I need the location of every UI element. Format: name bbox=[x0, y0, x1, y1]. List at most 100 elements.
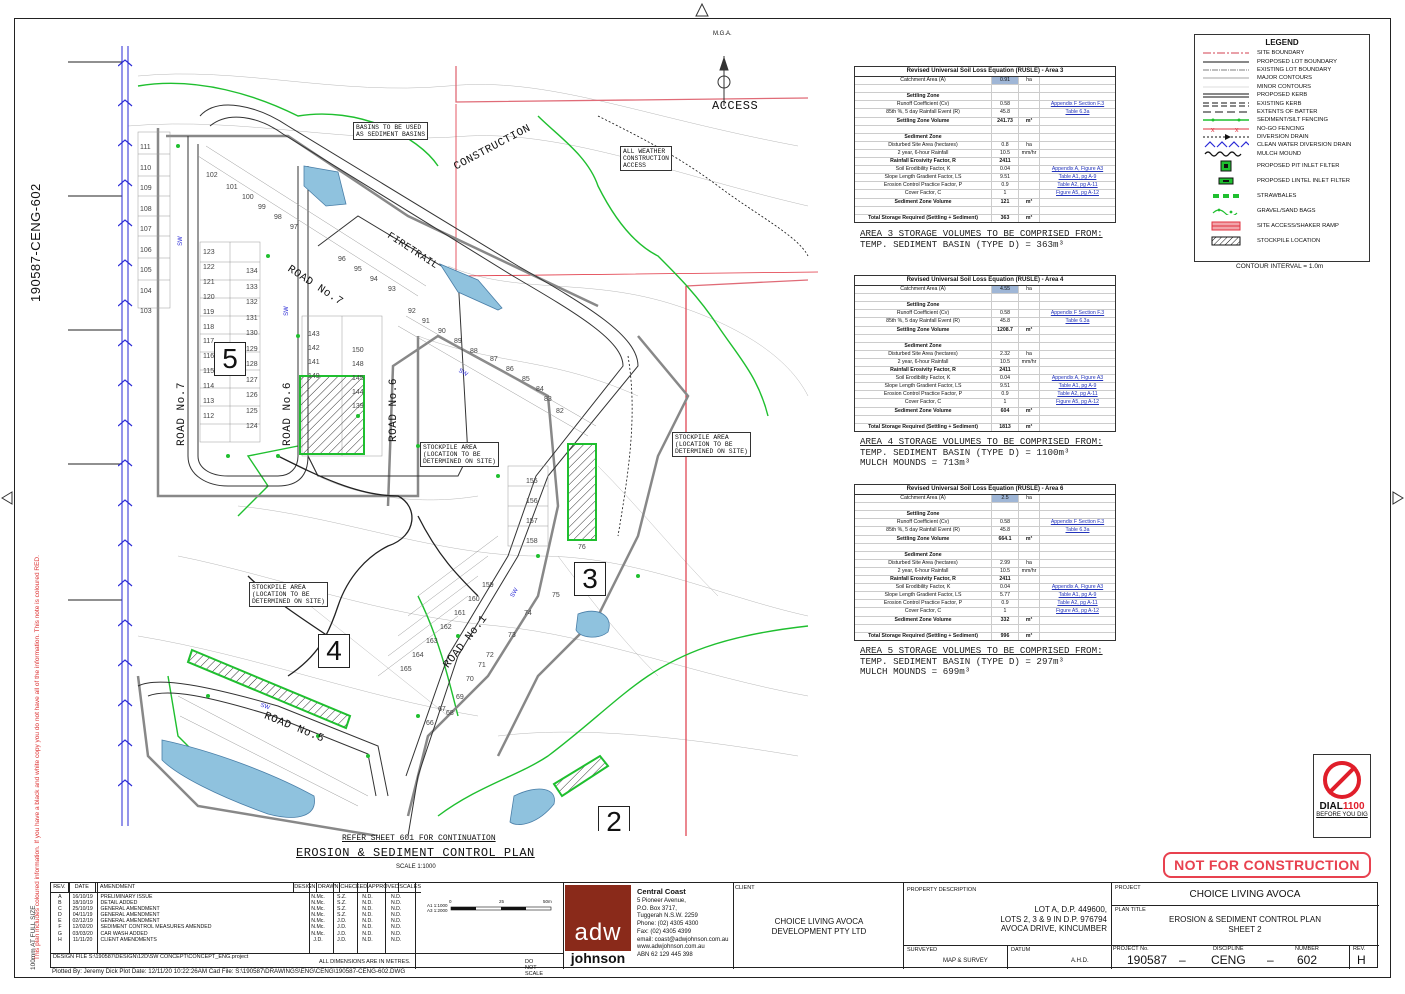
rusle-reference-link[interactable]: Table A2, pg A-11 bbox=[1057, 600, 1098, 607]
rusle-title: Revised Universal Soil Loss Equation (RU… bbox=[855, 276, 1115, 287]
clean-water-drain-icon bbox=[1201, 141, 1251, 149]
rusle-reference-link[interactable]: Table A1, pg A-9 bbox=[1058, 174, 1097, 181]
rusle-table-area-4: Revised Universal Soil Loss Equation (RU… bbox=[854, 275, 1116, 432]
legend-row: PROPOSED LOT BOUNDARY bbox=[1195, 57, 1369, 65]
sandbags-icon bbox=[1201, 207, 1251, 215]
rusle-table-area-3: Revised Universal Soil Loss Equation (RU… bbox=[854, 66, 1116, 223]
svg-text:x: x bbox=[1211, 127, 1215, 132]
rusle-reference-link[interactable] bbox=[1040, 327, 1115, 334]
rusle-reference-link[interactable]: Appendix A, Figure A3 bbox=[1051, 375, 1104, 382]
rusle-reference-link[interactable] bbox=[1040, 199, 1115, 206]
north-arrow-label: M.G.A. bbox=[713, 31, 732, 37]
rusle-reference-link[interactable]: Table A1, pg A-9 bbox=[1058, 383, 1097, 390]
title-block: REV. DATE AMENDMENT DESIGN DRAWN CHECKED… bbox=[50, 882, 1379, 977]
svg-text:x: x bbox=[1235, 127, 1239, 132]
proposed-lot-icon bbox=[1201, 58, 1251, 66]
rusle-reference-link[interactable] bbox=[1040, 351, 1115, 358]
rusle-reference-link[interactable] bbox=[1040, 576, 1115, 583]
minor-contour-icon bbox=[1201, 83, 1251, 91]
rusle-reference-link[interactable] bbox=[1040, 617, 1115, 624]
rusle-reference-link[interactable] bbox=[1040, 536, 1115, 543]
surveyed-label: SURVEYED bbox=[907, 947, 938, 953]
rusle-reference-link[interactable] bbox=[1040, 158, 1115, 165]
legend-row: EXTENTS OF BATTER bbox=[1195, 108, 1369, 116]
rusle-reference-link[interactable] bbox=[1040, 560, 1115, 567]
revision-row: B 18/10/19 DETAIL ADDED N.Mc. S.Z. N.D. … bbox=[58, 900, 402, 907]
rusle-reference-link[interactable]: Table 6.3a bbox=[1065, 318, 1090, 325]
rusle-reference-link[interactable]: Appendix A, Figure A3 bbox=[1051, 584, 1104, 591]
rusle-reference-link[interactable]: Figure A5, pg A-12 bbox=[1056, 399, 1099, 406]
rusle-reference-link[interactable] bbox=[1040, 367, 1115, 374]
rusle-reference-link[interactable]: Table 6.3a bbox=[1065, 527, 1090, 534]
rusle-reference-link[interactable]: Table A1, pg A-9 bbox=[1058, 592, 1097, 599]
tag-all-weather-access: ALL WEATHER CONSTRUCTION ACCESS bbox=[620, 146, 673, 171]
area-label-2: 2 bbox=[598, 806, 630, 837]
legend-row: MINOR CONTOURS bbox=[1195, 83, 1369, 91]
rusle-reference-link[interactable] bbox=[1040, 150, 1115, 157]
area-label-3: 3 bbox=[574, 562, 606, 596]
tag-stockpile-c: STOCKPILE AREA (LOCATION TO BE DETERMINE… bbox=[249, 582, 328, 607]
shaker-ramp-icon bbox=[1201, 221, 1251, 231]
rusle-reference-link[interactable]: Appendix A, Figure A3 bbox=[1051, 166, 1104, 173]
legend-row: CLEAN WATER DIVERSION DRAIN bbox=[1195, 141, 1369, 149]
rev-value: H bbox=[1357, 953, 1366, 967]
rusle-reference-link[interactable] bbox=[1040, 118, 1115, 125]
datum-value: A.H.D. bbox=[1071, 958, 1089, 964]
rusle-reference-link[interactable] bbox=[1040, 359, 1115, 366]
dimensions-note: ALL DIMENSIONS ARE IN METRES. bbox=[319, 959, 411, 965]
rusle-reference-link[interactable]: Appendix F Section F.3 bbox=[1050, 519, 1105, 526]
rusle-reference-link[interactable]: Table 6.3a bbox=[1065, 109, 1090, 116]
tag-stockpile-a: STOCKPILE AREA (LOCATION TO BE DETERMINE… bbox=[420, 442, 499, 467]
rusle-reference-link[interactable]: Figure A5, pg A-12 bbox=[1056, 608, 1099, 615]
rusle-table-area-6: Revised Universal Soil Loss Equation (RU… bbox=[854, 484, 1116, 641]
existing-lot-icon bbox=[1201, 66, 1251, 74]
legend-row: MULCH MOUND bbox=[1195, 150, 1369, 158]
rusle-reference-link[interactable]: Table A2, pg A-11 bbox=[1057, 391, 1098, 398]
rusle-reference-link[interactable] bbox=[1040, 408, 1115, 415]
storage-note-area-5: AREA 5 STORAGE VOLUMES TO BE COMPRISED F… bbox=[860, 645, 1103, 677]
adw-johnson-logo: adw johnson bbox=[565, 885, 631, 965]
scale-bar bbox=[450, 906, 552, 911]
office-address: 5 Pioneer Avenue,P.O. Box 3717,Tuggerah … bbox=[637, 898, 729, 958]
right-center-mark bbox=[1392, 491, 1404, 505]
rusle-reference-link[interactable]: Appendix F Section F.3 bbox=[1050, 101, 1105, 108]
rusle-reference-link[interactable]: Figure A5, pg A-12 bbox=[1056, 190, 1099, 197]
rusle-reference-link[interactable] bbox=[1040, 568, 1115, 575]
major-contour-icon bbox=[1201, 74, 1251, 82]
storage-note-area-4: AREA 4 STORAGE VOLUMES TO BE COMPRISED F… bbox=[860, 436, 1103, 468]
legend-row: PROPOSED KERB bbox=[1195, 91, 1369, 99]
rusle-reference-link[interactable]: Appendix F Section F.3 bbox=[1050, 310, 1105, 317]
mulch-mound-icon bbox=[1201, 150, 1251, 158]
rusle-reference-link[interactable]: Table A2, pg A-11 bbox=[1057, 182, 1098, 189]
tag-stockpile-b: STOCKPILE AREA (LOCATION TO BE DETERMINE… bbox=[672, 432, 751, 457]
rusle-reference-link[interactable] bbox=[1040, 142, 1115, 149]
revision-rows: A 16/10/19 PRELIMINARY ISSUE N.Mc. S.Z. … bbox=[51, 894, 411, 943]
surveyed-value: MAP & SURVEY bbox=[943, 958, 988, 964]
discipline: CENG bbox=[1211, 953, 1246, 967]
site-plan-drawing bbox=[118, 46, 818, 836]
legend-row: EXISTING LOT BOUNDARY bbox=[1195, 66, 1369, 74]
